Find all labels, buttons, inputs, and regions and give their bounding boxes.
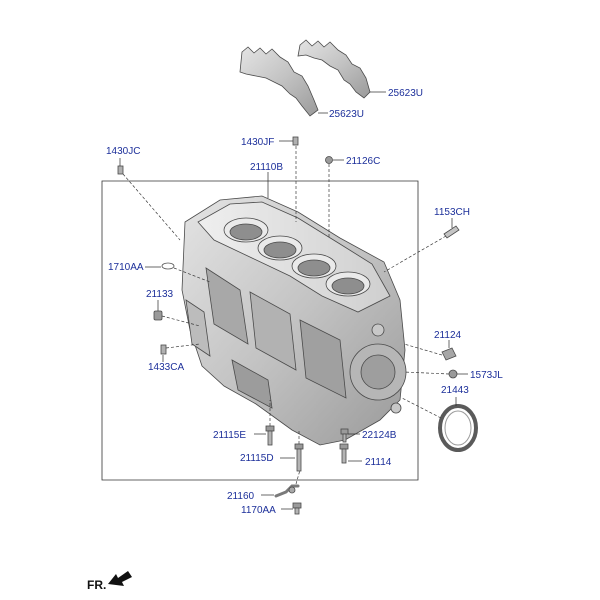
label-22124b: 22124B [362,430,397,441]
label-21115e: 21115E [213,430,246,441]
head-gasket-lower [239,46,319,117]
cylinder-bores [223,217,371,297]
part-1153ch [443,225,460,239]
front-marker-label: FR. [87,578,106,592]
label-21443: 21443 [441,385,469,396]
part-21160-pipe [274,484,300,498]
label-gasket-upper: 25623U [388,88,423,99]
part-21114-bolt [339,443,349,464]
cylinder-block [181,195,407,446]
part-1430jf [292,136,299,146]
label-21160: 21160 [227,491,255,502]
part-22124b [340,428,349,443]
label-1430jc: 1430JC [106,146,140,157]
label-gasket-lower: 25623U [329,109,364,120]
label-1433ca: 1433CA [148,362,184,373]
label-21114: 21114 [365,457,392,468]
label-1170aa: 1170AA [241,505,276,516]
label-21115d: 21115D [240,453,274,464]
label-1153ch: 1153CH [434,207,470,218]
label-21110b: 21110B [250,162,283,173]
part-1433ca [160,344,167,355]
label-21124: 21124 [434,330,462,341]
label-1430jf: 1430JF [241,137,274,148]
part-1710aa [161,262,175,270]
part-21115d-bolt [294,443,304,472]
arrow-left-icon [108,571,132,586]
part-21133 [153,310,163,321]
label-21126c: 21126C [346,156,380,167]
assembly-frame [101,180,419,481]
label-21133: 21133 [146,289,174,300]
part-1170aa-bolt [292,502,302,515]
part-21126c [325,156,333,164]
label-1573jl: 1573JL [470,370,503,381]
label-1710aa: 1710AA [108,262,144,273]
part-21124 [441,347,457,361]
part-1573jl [448,369,458,379]
part-1430jc [117,165,124,175]
part-21115e-bolt [265,425,275,446]
part-21443-oil-seal [438,404,478,452]
